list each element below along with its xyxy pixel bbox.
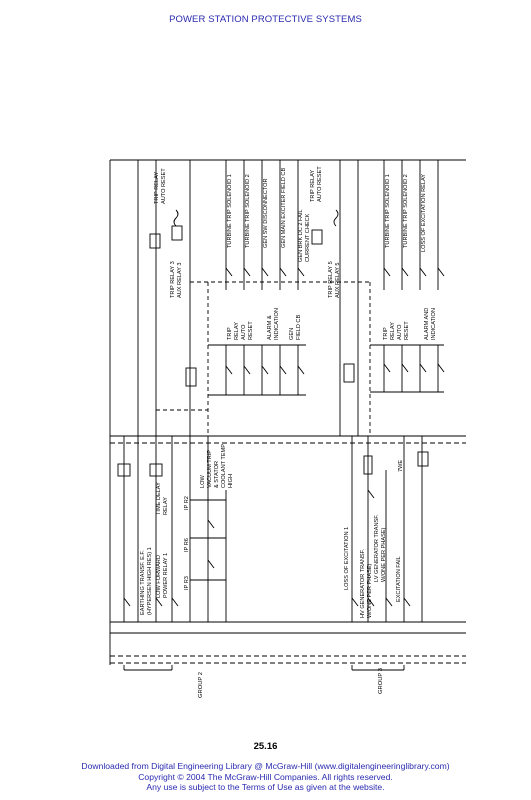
tr-dc-fail-label: GEN BRK DC 2 FAIL <box>298 209 304 262</box>
bl-earthing-a: EARTHING TRANSF. E.F. <box>140 550 146 615</box>
tl-output-4: GEN MAIN EXCITER FIELD CB <box>281 168 287 248</box>
tr-current-check-label: CURRENT CHECK <box>305 213 311 262</box>
tr-output-3: LOSS OF EXCITATION RELAY <box>421 174 427 252</box>
footer-line-1[interactable]: Downloaded from Digital Engineering Libr… <box>81 761 450 771</box>
bl-time-delay-b: RELAY <box>163 497 169 515</box>
bl-low-vac-d: COOLANT TEMP <box>221 444 227 488</box>
bl-low-vac-b: VACUUM TRIP <box>207 450 213 488</box>
br-7we: 7WE <box>398 460 404 472</box>
tl-output-1: TURBINE TRIP SOLENOID 1 <box>227 174 233 248</box>
tr-sub2-a: ALARM AND <box>424 308 430 340</box>
tl-output-3: GEN SW DISCONNECTOR <box>263 178 269 248</box>
br-loss-exc: LOSS OF EXCITATION 1 <box>344 527 350 590</box>
tl-aux-relay-label: AUX RELAY 3 <box>177 262 183 298</box>
tr-auto-reset-label: AUTO RESET <box>317 166 323 202</box>
top-left-outputs <box>156 160 306 411</box>
br-lv-gen-a: LV GENERATOR TRANSF. <box>374 514 380 582</box>
tr-relay5-label: TRIP RELAY 5 <box>328 261 334 298</box>
tl-relay3-label: TRIP RELAY 3 <box>170 261 176 298</box>
tr-trip-relay-label: TRIP RELAY <box>310 170 316 202</box>
tr-sub1-c: AUTO <box>397 324 403 340</box>
bottom-left-contacts <box>117 436 227 671</box>
download-notice: Downloaded from Digital Engineering Libr… <box>0 761 531 793</box>
tl-sub1-a: TRIP <box>227 327 233 340</box>
tr-sub1-d: RESET <box>404 321 410 340</box>
running-header: POWER STATION PROTECTIVE SYSTEMS <box>169 14 362 25</box>
bl-low-forward-a: LOW FORWARD <box>156 555 162 598</box>
tr-output-1: TURBINE TRIP SOLENOID 1 <box>385 174 391 248</box>
bl-time-delay-a: TIME DELAY <box>156 482 162 515</box>
br-group-label: GROUP 3 <box>378 668 384 694</box>
tl-sub2-a: ALARM & <box>267 315 273 340</box>
bl-ip3: IP R3 <box>184 576 190 590</box>
tl-sub2-b: INDICATION <box>274 308 280 340</box>
bl-low-vac-c: & STATOR <box>214 461 220 488</box>
footer-line-2: Copyright © 2004 The McGraw-Hill Compani… <box>138 771 393 782</box>
bl-ip6: IP R6 <box>184 538 190 552</box>
tr-sub1-a: TRIP <box>383 327 389 340</box>
tl-sub3-b: FIELD CB <box>296 315 302 340</box>
page-number: 25.16 <box>253 741 278 752</box>
bottom-right-contacts <box>351 436 429 671</box>
bl-earthing-b: (HYPERSEN HIGH RES) 1 <box>147 547 153 615</box>
tl-sub1-b: RELAY <box>234 322 240 340</box>
br-lv-gen-b: W/ONE PER PHASE) <box>381 527 387 582</box>
tr-sub2-b: INDICATION <box>431 308 437 340</box>
bl-ip2: IP R2 <box>184 496 190 510</box>
top-right-outputs <box>370 160 445 393</box>
bl-low-vac-e: HIGH <box>228 474 234 488</box>
tl-trip-relay-label: TRIP RELAY <box>154 172 160 204</box>
br-hv-gen-a: HV GENERATOR TRANSF. <box>360 549 366 618</box>
footer-line-3: Any use is subject to the Terms of Use a… <box>146 782 385 792</box>
tl-auto-reset-label: AUTO RESET <box>161 168 167 204</box>
tr-sub1-b: RELAY <box>390 322 396 340</box>
tl-output-2: TURBINE TRIP SOLENOID 2 <box>245 174 251 248</box>
tl-sub1-c: AUTO <box>241 324 247 340</box>
br-exc-fail: EXCITATION FAIL <box>396 556 402 602</box>
tr-output-2: TURBINE TRIP SOLENOID 2 <box>403 174 409 248</box>
tl-sub3-a: GEN <box>289 328 295 340</box>
bl-low-forward-b: POWER RELAY 1 <box>163 553 169 598</box>
bl-low-vac-a: LOW <box>200 475 206 488</box>
tl-sub1-d: RESET <box>248 321 254 340</box>
br-hv-gen-b: W/ONE PER PHASE) <box>367 563 373 618</box>
tr-aux-relay-label: AUX RELAY 5 <box>335 262 341 298</box>
bl-group-label: GROUP 2 <box>198 672 204 698</box>
